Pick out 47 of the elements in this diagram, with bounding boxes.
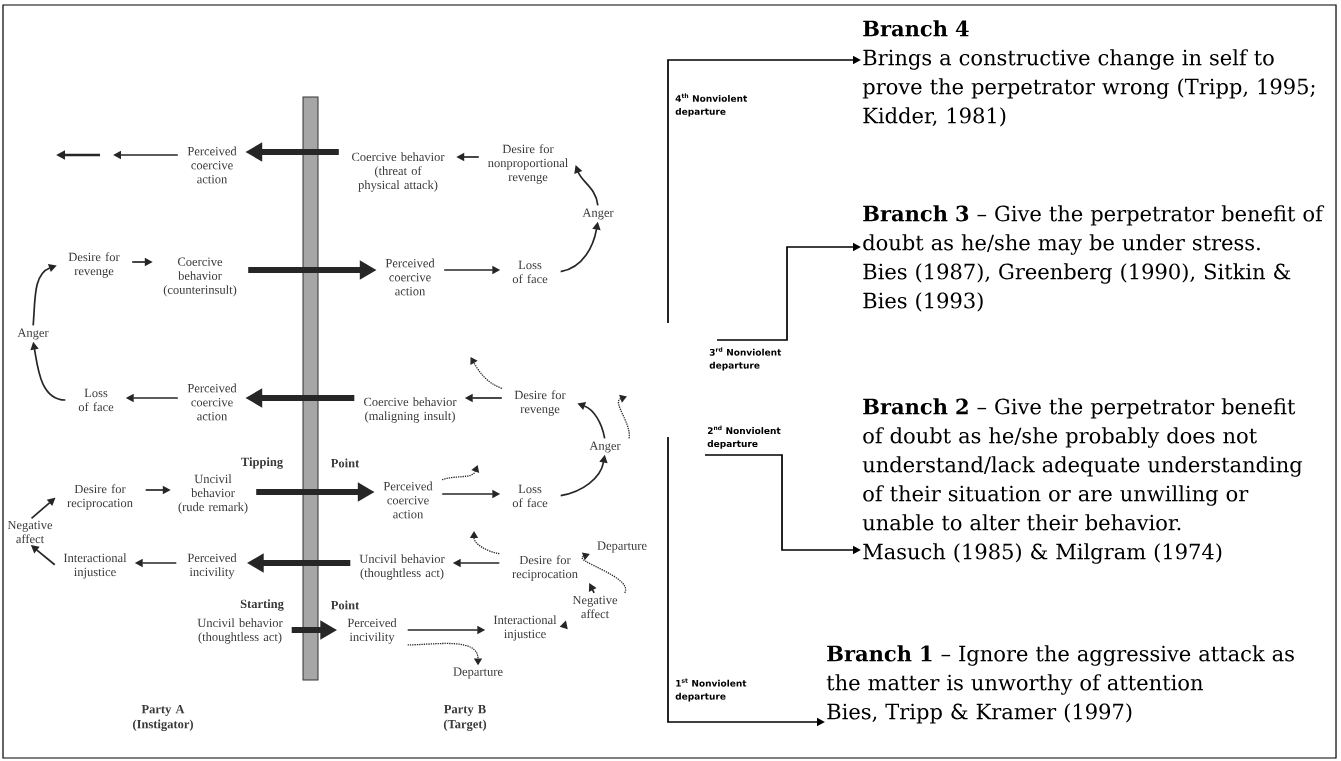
dotted-arrow [469, 531, 500, 555]
step-text: Perceived coercive action [187, 146, 237, 184]
step-text: Loss of face [512, 484, 548, 508]
step-text: Negative affect [7, 520, 53, 544]
branch-text: Branch 4 Brings a constructive change in self to prove the perpetrator wrong (Tripp, 1995; Kidder, 1981) [862, 20, 1315, 127]
edge-label: 3$^{rd}$ Nonviolent departure [708, 346, 789, 372]
arrow [574, 165, 599, 207]
step-text: Coercive behavior (maligning insult) [364, 397, 457, 423]
step-text: Loss of face [78, 388, 114, 412]
step-text: Anger [582, 208, 614, 220]
step-text: Perceived coercive action [383, 481, 433, 519]
step-text: Coercive behavior (counterinsult) [163, 257, 237, 297]
step-text: Interactional injustice [493, 615, 557, 641]
text-label: Party B (Target) [443, 705, 487, 731]
step-text: Desire for revenge [68, 252, 120, 278]
step-text: Departure [597, 541, 647, 553]
edge-label: 4$^{th}$ Nonviolent departure [674, 92, 755, 118]
text-label: Party A (Instigator) [133, 705, 193, 731]
branch-text: Branch 3 – Give the perpetrator benefit of doubt as he/she may be under stress. Bies (1987), Greenberg (1990), Sitkin & Bies (1993) [863, 205, 1325, 312]
step-text: Desire for reciprocation [512, 555, 578, 581]
branch-text: Branch 2 – Give the perpetrator benefit of doubt as he/she probably does not understand/lack adequate understanding of their situation or are unwilling or unable to alter their behavior. Masuch (1985) & Milgram (1974) [862, 398, 1303, 564]
step-text: Interactional injustice [63, 553, 127, 579]
step-text: Perceived coercive action [187, 383, 237, 421]
dotted-arrow [617, 394, 630, 439]
step-text: Loss of face [512, 260, 548, 284]
edge-label: 2$^{nd}$ Nonviolent departure [706, 424, 787, 450]
step-text: Anger [589, 441, 621, 453]
edge-label: 1$^{st}$ Nonviolent departure [674, 677, 755, 703]
step-text: Perceived incivility [187, 553, 237, 579]
step-text: Desire for revenge [514, 390, 566, 416]
text-label: Point [331, 600, 360, 610]
step-text: Coercive behavior (threat of physical attack) [352, 152, 445, 192]
text-label: Starting [240, 599, 284, 611]
step-text: Perceived incivility [347, 618, 397, 644]
branch-text: Branch 1 – Ignore the aggressive attack as the matter is unworthy of attention Bies, Tripp & Kramer (1997) [826, 645, 1294, 724]
step-text: Desire for reciprocation [67, 484, 133, 510]
text-label: Tipping [241, 457, 283, 469]
step-text: Anger [17, 328, 49, 340]
step-text: Uncivil behavior (thoughtless act) [197, 618, 283, 644]
step-text: Departure [453, 667, 503, 679]
step-text: Negative affect [572, 595, 618, 619]
step-text: Perceived coercive action [385, 258, 435, 296]
step-text: Uncivil behavior (rude remark) [178, 474, 248, 514]
dotted-arrow [581, 552, 627, 594]
text-label: Point [331, 458, 360, 468]
step-text: Uncivil behavior (thoughtless act) [359, 554, 445, 580]
step-text: Desire for nonproportional revenge [488, 144, 569, 184]
